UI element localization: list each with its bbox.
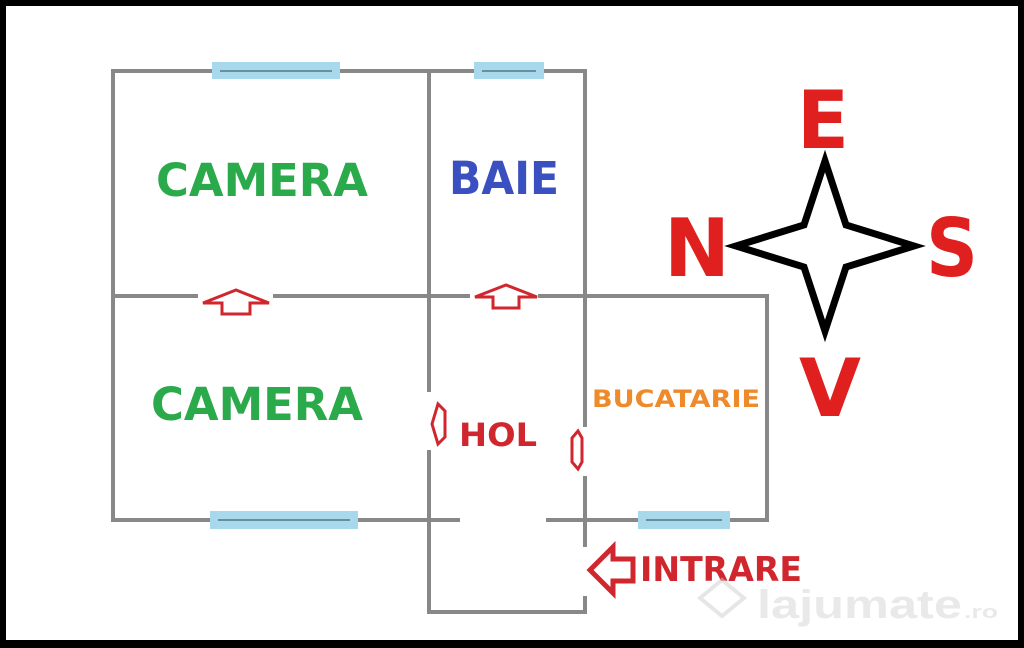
- door-arrow-baie: [474, 283, 538, 310]
- watermark-logo-icon: [696, 577, 748, 619]
- room-label-bucatarie: BUCATARIE: [592, 385, 760, 413]
- windows: [210, 62, 730, 529]
- compass-west: V: [799, 342, 861, 435]
- room-label-hol: HOL: [459, 416, 537, 454]
- watermark-suffix: .ro: [964, 602, 998, 622]
- compass-rose: N E S V: [664, 74, 978, 435]
- door-arrow-bucatarie: [570, 428, 584, 472]
- compass-north: N: [664, 202, 730, 295]
- door-arrow-camera: [202, 288, 270, 316]
- room-label-camera-bottom: CAMERA: [151, 378, 363, 431]
- compass-east: E: [797, 74, 849, 167]
- watermark-brand: lajumate: [757, 583, 962, 627]
- plan-background: [6, 6, 1018, 640]
- room-label-baie: BAIE: [449, 152, 559, 205]
- compass-star-icon: [724, 149, 926, 343]
- watermark: lajumate .ro: [696, 577, 998, 627]
- room-label-camera-top: CAMERA: [156, 154, 368, 207]
- compass-south: S: [926, 202, 978, 295]
- entrance-arrow-icon: [586, 540, 636, 600]
- door-arrow-camera-bottom: [430, 401, 447, 447]
- door-arrows: [202, 283, 636, 600]
